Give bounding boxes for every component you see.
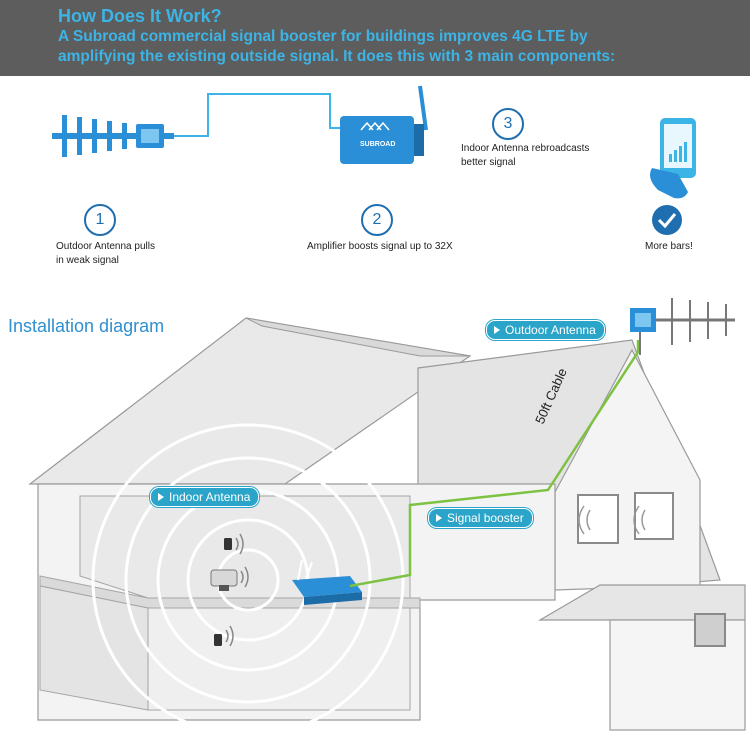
booster-cable — [349, 340, 640, 588]
step-3-line-2: better signal — [461, 157, 516, 168]
indoor-antenna-device — [210, 569, 238, 591]
phone-wave-icons — [225, 533, 249, 647]
step-3-text: Indoor Antenna rebroadcasts better signa… — [461, 142, 589, 170]
phone-upper — [224, 538, 232, 550]
phone-signal-icon — [650, 118, 696, 199]
step-1-line-1: Outdoor Antenna pulls — [56, 241, 155, 252]
step-2-line-1: Amplifier boosts signal up to 32X — [307, 241, 453, 252]
amplifier-icon — [340, 85, 428, 164]
step-1-number: 1 — [84, 204, 116, 236]
lower-room — [147, 607, 411, 711]
step-3-line-1: Indoor Antenna rebroadcasts — [461, 143, 590, 154]
more-bars-text: More bars! — [645, 241, 693, 252]
window-upper-left — [577, 494, 619, 544]
lower-side-wall — [39, 585, 149, 711]
step-2-number: 2 — [361, 204, 393, 236]
header-line-2: amplifying the existing outside signal. … — [58, 48, 616, 65]
signal-booster-device — [292, 559, 362, 605]
window-wave-icons — [578, 505, 646, 535]
step-1-text: Outdoor Antenna pulls in weak signal — [56, 240, 155, 268]
window-upper-right — [634, 492, 674, 540]
porch-window — [694, 613, 726, 647]
checkmark-icon — [652, 205, 682, 235]
step-1-line-2: in weak signal — [56, 255, 119, 266]
step-3-number: 3 — [492, 108, 524, 140]
indoor-antenna-tag: Indoor Antenna — [150, 487, 260, 507]
header-line-1: A Subroad commercial signal booster for … — [58, 28, 588, 45]
header-banner: How Does It Work? A Subroad commercial s… — [0, 0, 750, 76]
outdoor-antenna-icon — [52, 115, 174, 157]
roof-outdoor-antenna — [630, 298, 735, 355]
top-cable — [174, 93, 340, 137]
step-2-text: Amplifier boosts signal up to 32X — [307, 240, 453, 254]
outdoor-antenna-tag: Outdoor Antenna — [486, 320, 605, 340]
phone-lower — [214, 634, 222, 646]
signal-booster-tag: Signal booster — [428, 508, 533, 528]
header-title: How Does It Work? — [58, 6, 222, 26]
amplifier-brand: SUBROAD — [360, 141, 395, 148]
installation-title: Installation diagram — [8, 316, 165, 336]
components-illustration: SUBROAD — [52, 85, 696, 235]
roof-ridge — [245, 317, 471, 357]
